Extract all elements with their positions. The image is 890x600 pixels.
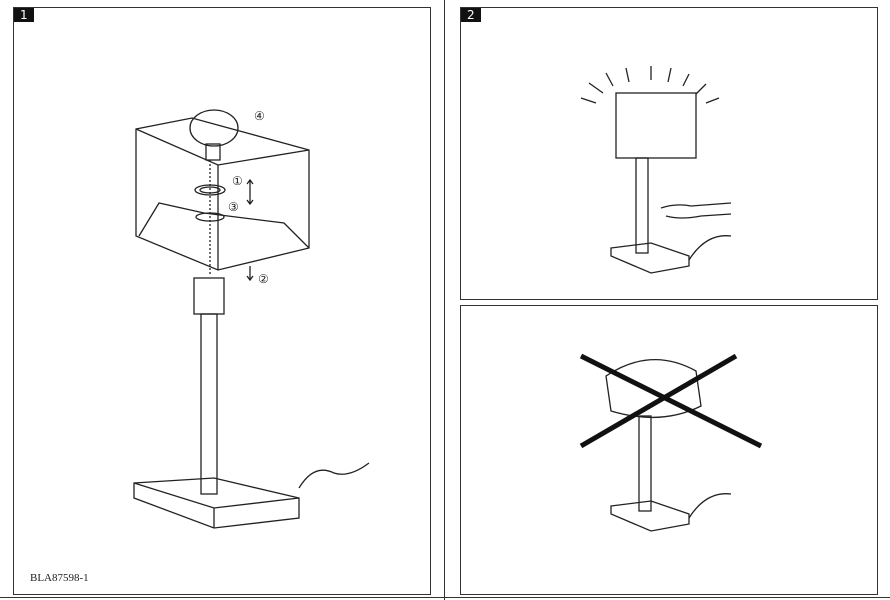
light-rays-icon xyxy=(580,66,720,104)
hand-icon xyxy=(660,202,732,219)
step-label: ④ xyxy=(254,109,265,123)
step-label: ② xyxy=(258,272,269,286)
cross-icon xyxy=(579,353,763,449)
do-not-cover-illustration xyxy=(579,353,763,532)
panel-number: 2 xyxy=(461,8,481,22)
page-divider xyxy=(444,0,445,600)
panel-switch-on: 2 xyxy=(460,7,878,300)
lamp-assembly-illustration: ④ ① ③ ② xyxy=(133,109,370,529)
step-label: ③ xyxy=(228,200,239,214)
document-code: BLA87598-1 xyxy=(30,572,89,584)
panel-warning xyxy=(460,305,878,595)
lamp-lit-illustration xyxy=(580,66,732,274)
panel-assembly: 1 ④ ① ③ ② BLA87598-1 xyxy=(13,7,431,595)
bulb-icon xyxy=(189,109,239,147)
panel-number: 1 xyxy=(14,8,34,22)
page-bottom-line xyxy=(0,597,890,598)
step-label: ① xyxy=(232,174,243,188)
